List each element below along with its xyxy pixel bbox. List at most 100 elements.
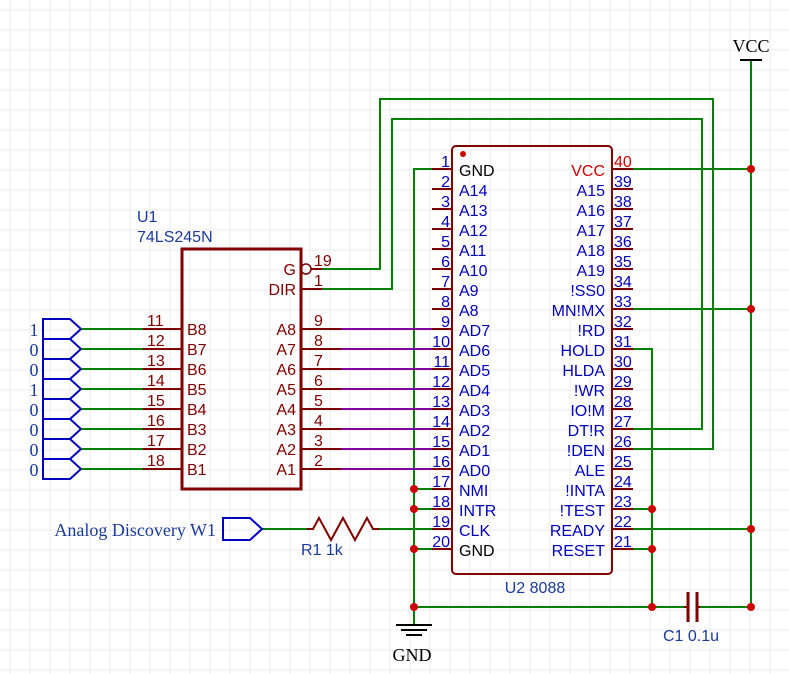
u2-pin-number: 18 [432,494,450,511]
u2-pin-name: A15 [577,183,606,200]
input-port[interactable] [42,418,83,440]
u2-pin-number: 3 [441,194,450,211]
u2-pin-number: 38 [614,194,632,211]
u2-pin-number: 23 [614,494,632,511]
input-port[interactable] [42,438,83,460]
u2-pin-number: 14 [432,414,450,431]
u1-pin-name: B2 [187,442,207,459]
u2-pin-name: ALE [575,463,605,480]
u2-pin-name: !TEST [560,503,606,520]
u1-pin-number: 19 [314,253,332,270]
input-value: 1 [30,320,39,340]
u2-pin-name: HLDA [562,363,605,380]
u2-pin-name: A17 [577,223,606,240]
u1-pin-name: B1 [187,462,207,479]
u2-pin-number: 10 [432,334,450,351]
u2-pin-number: 35 [614,254,632,271]
u2-pin-number: 11 [433,354,450,371]
u2-pin-number: 34 [614,274,632,291]
u2-pin-name: RESET [552,543,606,560]
u2-pin-number: 29 [614,374,632,391]
u2-pin-name: !DEN [567,443,605,460]
r1-resistor[interactable]: R1 1k [301,515,379,559]
u2-pin-number: 19 [432,514,450,531]
u2-pin-number: 1 [441,154,450,171]
u2-pin-name: A13 [459,203,488,220]
analog-discovery-w1-port[interactable]: Analog Discovery W1 [54,517,264,541]
u1-pin-number: 12 [147,333,165,350]
u1-pin-name: A2 [276,442,296,459]
input-value: 0 [30,420,39,440]
u2-pin-number: 26 [614,434,632,451]
u2-pin-name: A10 [459,263,488,280]
vcc-label: VCC [732,36,769,56]
u2-pin-number: 22 [614,514,632,531]
junction-dot [747,525,755,533]
input-value: 0 [30,440,39,460]
vcc-symbol: VCC [732,36,770,61]
u2-pin-name: AD1 [459,443,490,460]
u2-pin-name: AD4 [459,383,490,400]
u1-pin-name: B3 [187,422,207,439]
input-port[interactable] [42,338,83,360]
wire-gnd-rail [413,168,432,625]
data-bus-wires [341,328,432,470]
input-port[interactable] [42,378,83,400]
u1-value-label: 74LS245N [137,229,213,246]
r1-body [307,515,379,543]
u2-pin-name: GND [459,163,495,180]
u2-pin-number: 24 [614,474,632,491]
u2-pin-name: AD0 [459,463,490,480]
junctions [410,165,755,611]
u2-pin-number: 9 [441,314,450,331]
u2-pin-name: AD6 [459,343,490,360]
wire-hold-gnd [633,348,653,607]
junction-dot [747,603,755,611]
input-port[interactable] [42,398,83,420]
u2-pins: 1GND2A143A134A125A116A107A98A89AD710AD61… [432,154,633,560]
input-port[interactable] [42,318,83,340]
input-port[interactable] [42,358,83,380]
wire-dir-to-dtr [322,118,703,430]
u2-pin-name: AD2 [459,423,490,440]
u2-pin-name: HOLD [561,343,605,360]
u1-pin-number: 3 [314,433,323,450]
u2-pin-name: INTR [459,503,496,520]
u2-cpu-ic[interactable]: U2 8088 1GND2A143A134A125A116A107A98A89A… [432,145,633,597]
u2-pin-name: A11 [459,243,486,260]
input-port[interactable] [42,458,83,480]
input-value: 1 [30,380,39,400]
u2-pin-name: !RD [577,323,605,340]
u2-pin-name: AD5 [459,363,490,380]
u2-pin-number: 32 [614,314,632,331]
c1-label: C1 0.1u [663,628,719,645]
u2-pin-number: 6 [441,254,450,271]
u2-pin-name: A16 [577,203,606,220]
u2-pin-name: VCC [571,163,605,180]
w1-port-shape [222,517,264,541]
gnd-symbol: GND [393,624,432,665]
c1-capacitor[interactable]: C1 0.1u [663,592,719,645]
u2-pin-name: NMI [459,483,488,500]
junction-dot [747,305,755,313]
u1-pin-number: 5 [314,393,323,410]
u1-pin-name: B4 [187,402,207,419]
u1-pin-number: 16 [147,413,165,430]
u1-pin-name: A1 [276,462,296,479]
junction-dot [410,505,418,513]
u2-pin-name: !INTA [565,483,605,500]
u2-pin-number: 21 [614,534,632,551]
u1-pin-number: 8 [314,333,323,350]
u1-buffer-ic[interactable]: U1 74LS245N 11B812B713B614B515B416B317B2… [137,209,341,491]
junction-dot [410,485,418,493]
u1-pin-name: B7 [187,342,207,359]
u2-pin-name: AD3 [459,403,490,420]
u2-pin-name: A9 [459,283,479,300]
u2-pin-number: 31 [614,334,632,351]
u2-pin-name: A12 [459,223,488,240]
u1-pin-number: 7 [314,353,323,370]
w1-label: Analog Discovery W1 [54,520,216,540]
u1-pin-number: 15 [147,393,165,410]
u2-pin-number: 15 [432,434,450,451]
input-value: 0 [30,460,39,480]
